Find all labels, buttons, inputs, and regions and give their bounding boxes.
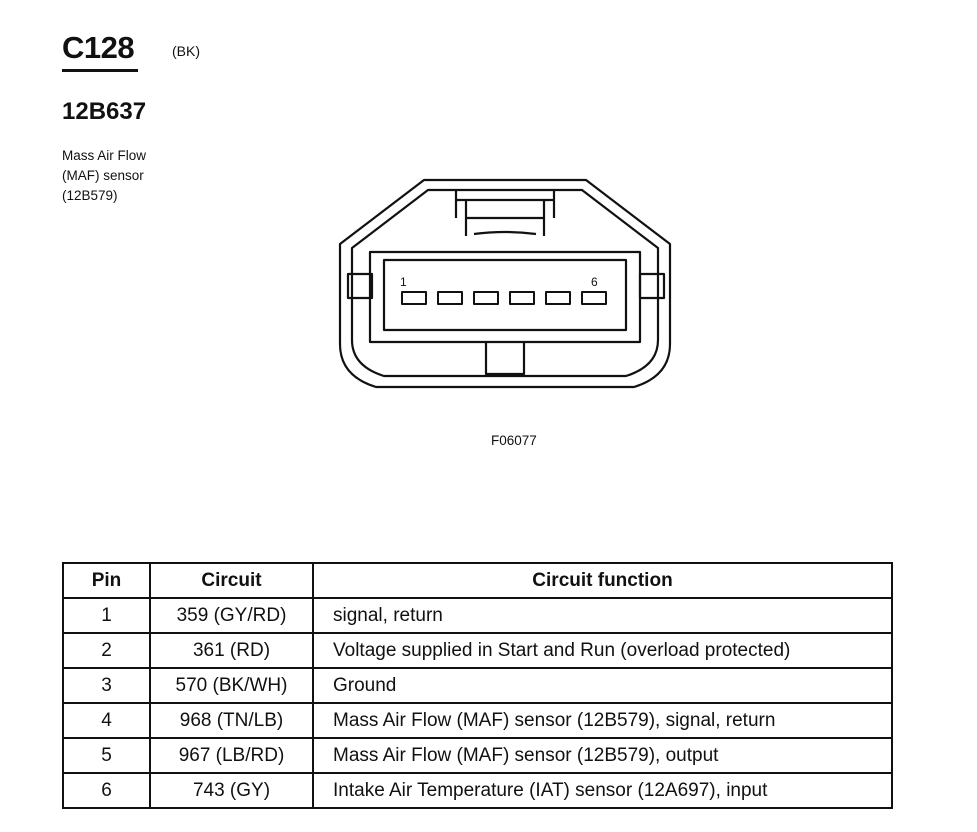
right-side-tab xyxy=(638,272,666,300)
pin-cell: 2 xyxy=(62,632,151,669)
left-side-tab xyxy=(346,272,374,300)
header-circuit: Circuit xyxy=(149,562,314,599)
bottom-key xyxy=(484,342,526,376)
connector-id: C128 xyxy=(62,30,135,65)
description-line-3: (12B579) xyxy=(62,188,118,203)
part-number: 12B637 xyxy=(62,98,147,125)
function-cell: Mass Air Flow (MAF) sensor (12B579), out… xyxy=(312,737,893,774)
pin-1 xyxy=(401,291,427,305)
pin-label-first: 1 xyxy=(400,275,407,289)
pin-cell: 3 xyxy=(62,667,151,704)
pin-cell: 6 xyxy=(62,772,151,809)
function-cell: Mass Air Flow (MAF) sensor (12B579), sig… xyxy=(312,702,893,739)
connector-inner-shell xyxy=(350,188,660,378)
pin-5 xyxy=(545,291,571,305)
circuit-cell: 743 (GY) xyxy=(149,772,314,809)
pin-cell: 4 xyxy=(62,702,151,739)
circuit-cell: 359 (GY/RD) xyxy=(149,597,314,634)
pin-4 xyxy=(509,291,535,305)
connector-face-diagram: 1 6 xyxy=(338,178,672,389)
pin-cell: 5 xyxy=(62,737,151,774)
pin-cavity-outer xyxy=(368,250,642,344)
description-line-1: Mass Air Flow xyxy=(62,148,147,163)
circuit-cell: 361 (RD) xyxy=(149,632,314,669)
description-line-2: (MAF) sensor xyxy=(62,168,144,183)
circuit-cell: 967 (LB/RD) xyxy=(149,737,314,774)
pin-3 xyxy=(473,291,499,305)
pin-2 xyxy=(437,291,463,305)
pin-label-last: 6 xyxy=(591,275,598,289)
connector-id-underline xyxy=(62,69,138,72)
function-cell: signal, return xyxy=(312,597,893,634)
connector-latch xyxy=(454,190,556,236)
pin-6 xyxy=(581,291,607,305)
circuit-cell: 570 (BK/WH) xyxy=(149,667,314,704)
pin-table-header: Pin Circuit Circuit function xyxy=(62,562,893,599)
connector-outer-shell xyxy=(338,178,672,389)
circuit-cell: 968 (TN/LB) xyxy=(149,702,314,739)
component-description: Mass Air Flow (MAF) sensor (12B579) xyxy=(62,146,146,206)
figure-id: F06077 xyxy=(491,433,537,448)
header-circuit-function: Circuit function xyxy=(312,562,893,599)
connector-color: (BK) xyxy=(172,43,200,59)
pin-cavity-inner xyxy=(382,258,628,332)
header-pin: Pin xyxy=(62,562,151,599)
function-cell: Ground xyxy=(312,667,893,704)
pin-cell: 1 xyxy=(62,597,151,634)
function-cell: Voltage supplied in Start and Run (overl… xyxy=(312,632,893,669)
function-cell: Intake Air Temperature (IAT) sensor (12A… xyxy=(312,772,893,809)
